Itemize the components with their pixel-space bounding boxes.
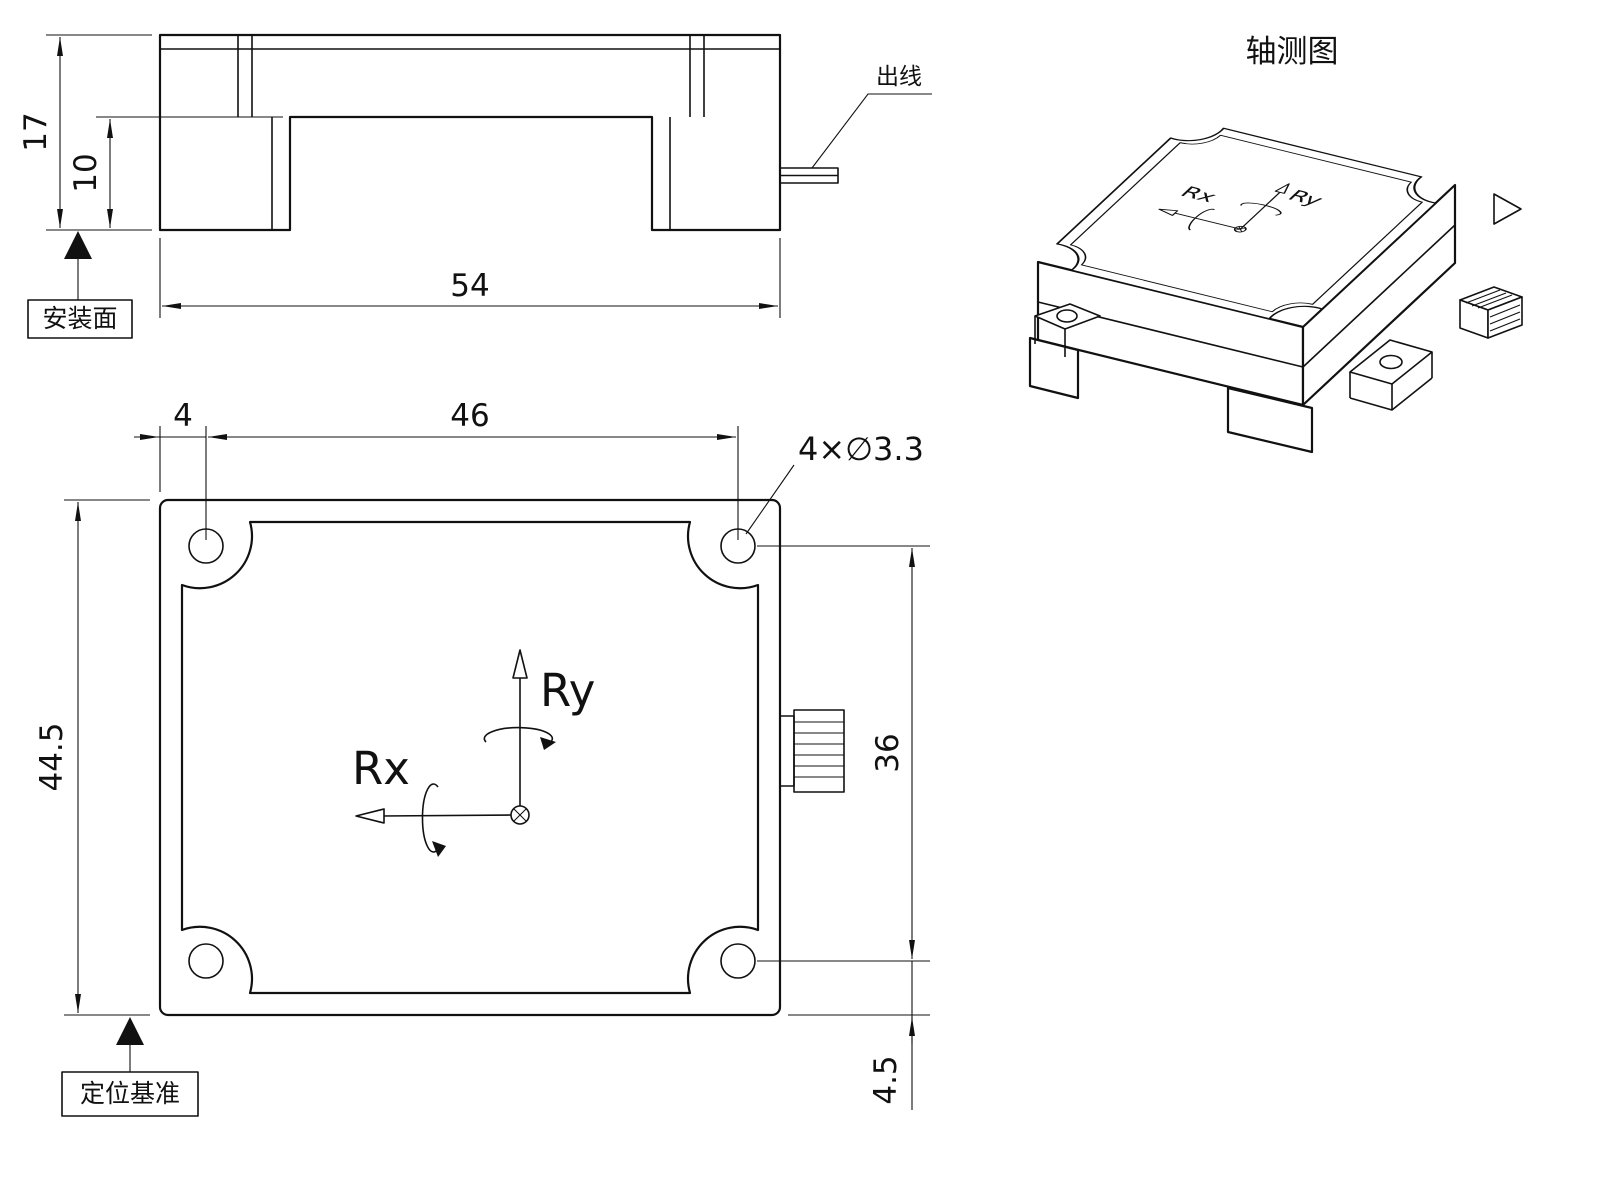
iso-corner-notch — [1493, 193, 1522, 225]
mounting-datum-triangle — [64, 231, 92, 259]
iso-rx-arrowhead — [1158, 208, 1179, 216]
ry-rotation-arrow — [540, 737, 556, 750]
iso-top-face: Rx Ry — [1056, 127, 1437, 320]
top-view-lid-outline — [180, 520, 760, 995]
rx-arrowhead — [355, 808, 385, 824]
ry-axis-label: Ry — [540, 664, 595, 717]
iso-connector — [1459, 286, 1523, 339]
screw-hole-bottom-right — [720, 943, 756, 979]
rx-axis-label: Rx — [352, 742, 410, 795]
iso-rx-axis-label: Rx — [1175, 184, 1221, 206]
iso-origin-symbol — [1233, 225, 1247, 233]
hole-callout: 4×∅3.3 — [798, 430, 924, 468]
origin-symbol — [510, 805, 530, 825]
iso-west-tab — [1034, 303, 1101, 357]
side-view: 出线 17 10 54 安装面 — [18, 33, 932, 339]
iso-west-tab-hole — [1056, 309, 1078, 323]
ry-rotation-arc — [483, 726, 554, 745]
screw-hole-bottom-left — [188, 943, 224, 979]
iso-right-tab — [1349, 339, 1433, 411]
side-view-outline — [158, 33, 782, 232]
top-view: Ry Rx 4 46 4×∅3.3 44.5 3 — [34, 398, 930, 1117]
dim-total-height-top: 44.5 — [34, 722, 70, 791]
positioning-datum-frame — [61, 1071, 199, 1117]
wire-outlet — [779, 167, 839, 184]
iso-ry-axis-label: Ry — [1283, 188, 1328, 210]
iso-rx-rotation-arc — [1188, 208, 1215, 231]
iso-view-title: 轴测图 — [1246, 34, 1339, 70]
dim-edge-to-hole: 4 — [173, 398, 193, 434]
axes-symbol: Ry Rx — [352, 649, 595, 857]
iso-view: 轴测图 — [1028, 34, 1523, 454]
iso-right-tab-hole — [1379, 354, 1403, 370]
top-view-outer-outline — [158, 498, 782, 1017]
dim-hole-pitch-x: 46 — [450, 398, 489, 434]
dim-hole-to-edge: 4.5 — [868, 1055, 904, 1104]
rx-rotation-arrow — [432, 841, 446, 857]
side-connector — [779, 709, 845, 793]
hole-callout-leader — [745, 464, 795, 535]
rx-axis-line — [379, 814, 512, 817]
iso-top-face-inner-line — [1069, 134, 1423, 313]
positioning-datum-triangle — [116, 1017, 144, 1045]
mounting-face-frame — [27, 299, 133, 339]
iso-front-foot — [1226, 386, 1314, 454]
ry-arrowhead — [512, 649, 528, 679]
iso-west-foot — [1028, 336, 1080, 400]
iso-ry-axis-line — [1239, 190, 1283, 230]
rx-rotation-arc — [421, 783, 439, 853]
dim-step-height: 10 — [68, 153, 104, 192]
dim-total-height: 17 — [18, 112, 54, 151]
dim-width: 54 — [450, 268, 489, 304]
iso-ry-rotation-arc — [1240, 202, 1282, 216]
wire-leader-line — [811, 93, 932, 169]
positioning-datum-label: 定位基准 — [80, 1079, 180, 1108]
iso-rx-axis-line — [1171, 211, 1241, 230]
dim-hole-pitch-y: 36 — [870, 733, 906, 772]
iso-ry-arrowhead — [1274, 183, 1290, 194]
wire-out-label: 出线 — [876, 64, 922, 90]
mounting-face-label: 安装面 — [42, 304, 117, 333]
